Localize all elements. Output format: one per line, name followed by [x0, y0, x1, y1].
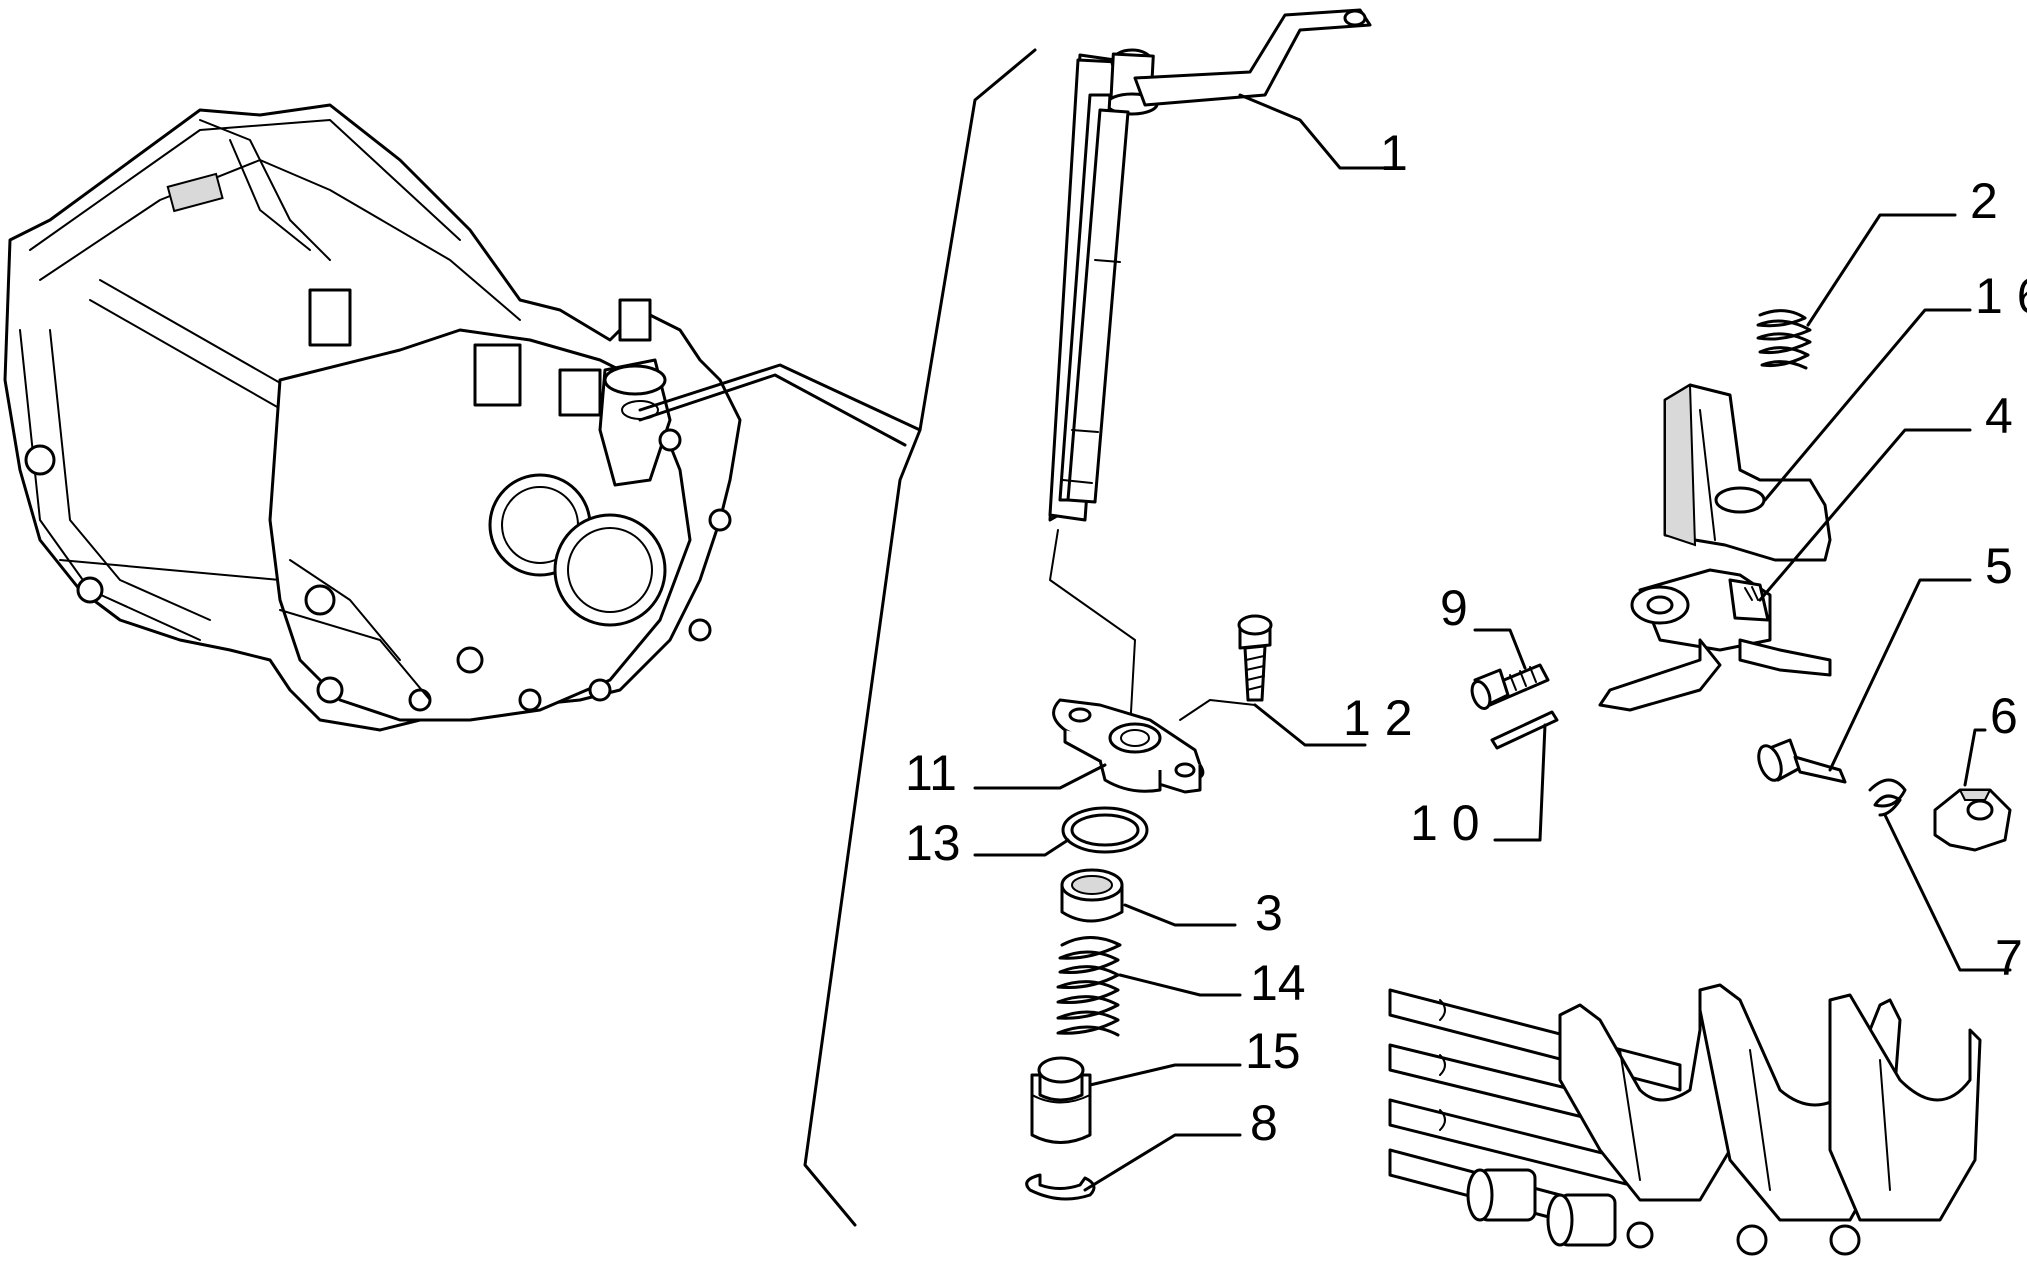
callout-label-12: 1 2: [1343, 690, 1413, 746]
callout-label-10: 1 0: [1410, 795, 1480, 851]
shift-shaft-part-1: [1048, 8, 1372, 522]
callout-label-16: 1 6: [1975, 268, 2027, 324]
roll-pin-part-10: [1490, 710, 1559, 750]
o-ring-part-13: [1061, 806, 1149, 854]
cam-part-6: [1933, 788, 2012, 852]
bolt-part-9: [1470, 663, 1550, 710]
callout-label-5: 5: [1985, 538, 2013, 594]
housing-leader-line: [638, 363, 922, 432]
spring-part-2: [1756, 309, 1812, 370]
callout-label-2: 2: [1970, 173, 1998, 229]
callout-label-6: 6: [1990, 688, 2018, 744]
callout-label-3: 3: [1255, 885, 1283, 941]
callout-label-11: 11: [905, 745, 957, 801]
callout-label-14: 14: [1250, 955, 1306, 1011]
callout-label-7: 7: [1995, 930, 2023, 986]
callout-label-4: 4: [1985, 388, 2013, 444]
callout-label-15: 15: [1245, 1023, 1301, 1079]
section-divider-line: [803, 48, 1037, 1227]
shift-forks-and-rails-drawing: [1388, 983, 1982, 1256]
guide-plate-part-16: [1663, 383, 1832, 562]
callout-label-1: 1: [1380, 125, 1408, 181]
plunger-part-5: [1757, 738, 1847, 784]
callout-label-13: 13: [905, 815, 961, 871]
selector-lever-part-4: [1598, 568, 1832, 712]
bolt-part-12: [1237, 614, 1273, 702]
gearbox-housing-drawing: [3, 103, 742, 732]
spring-clip-part-7: [1868, 778, 1907, 817]
plug-part-15: [1030, 1056, 1092, 1144]
callout-label-9: 9: [1440, 580, 1468, 636]
cover-plate-part-11: [1052, 698, 1205, 794]
spring-part-14: [1056, 936, 1122, 1037]
bushing-part-3: [1060, 868, 1124, 923]
circlip-part-8: [1025, 1173, 1096, 1201]
callout-label-8: 8: [1250, 1095, 1278, 1151]
